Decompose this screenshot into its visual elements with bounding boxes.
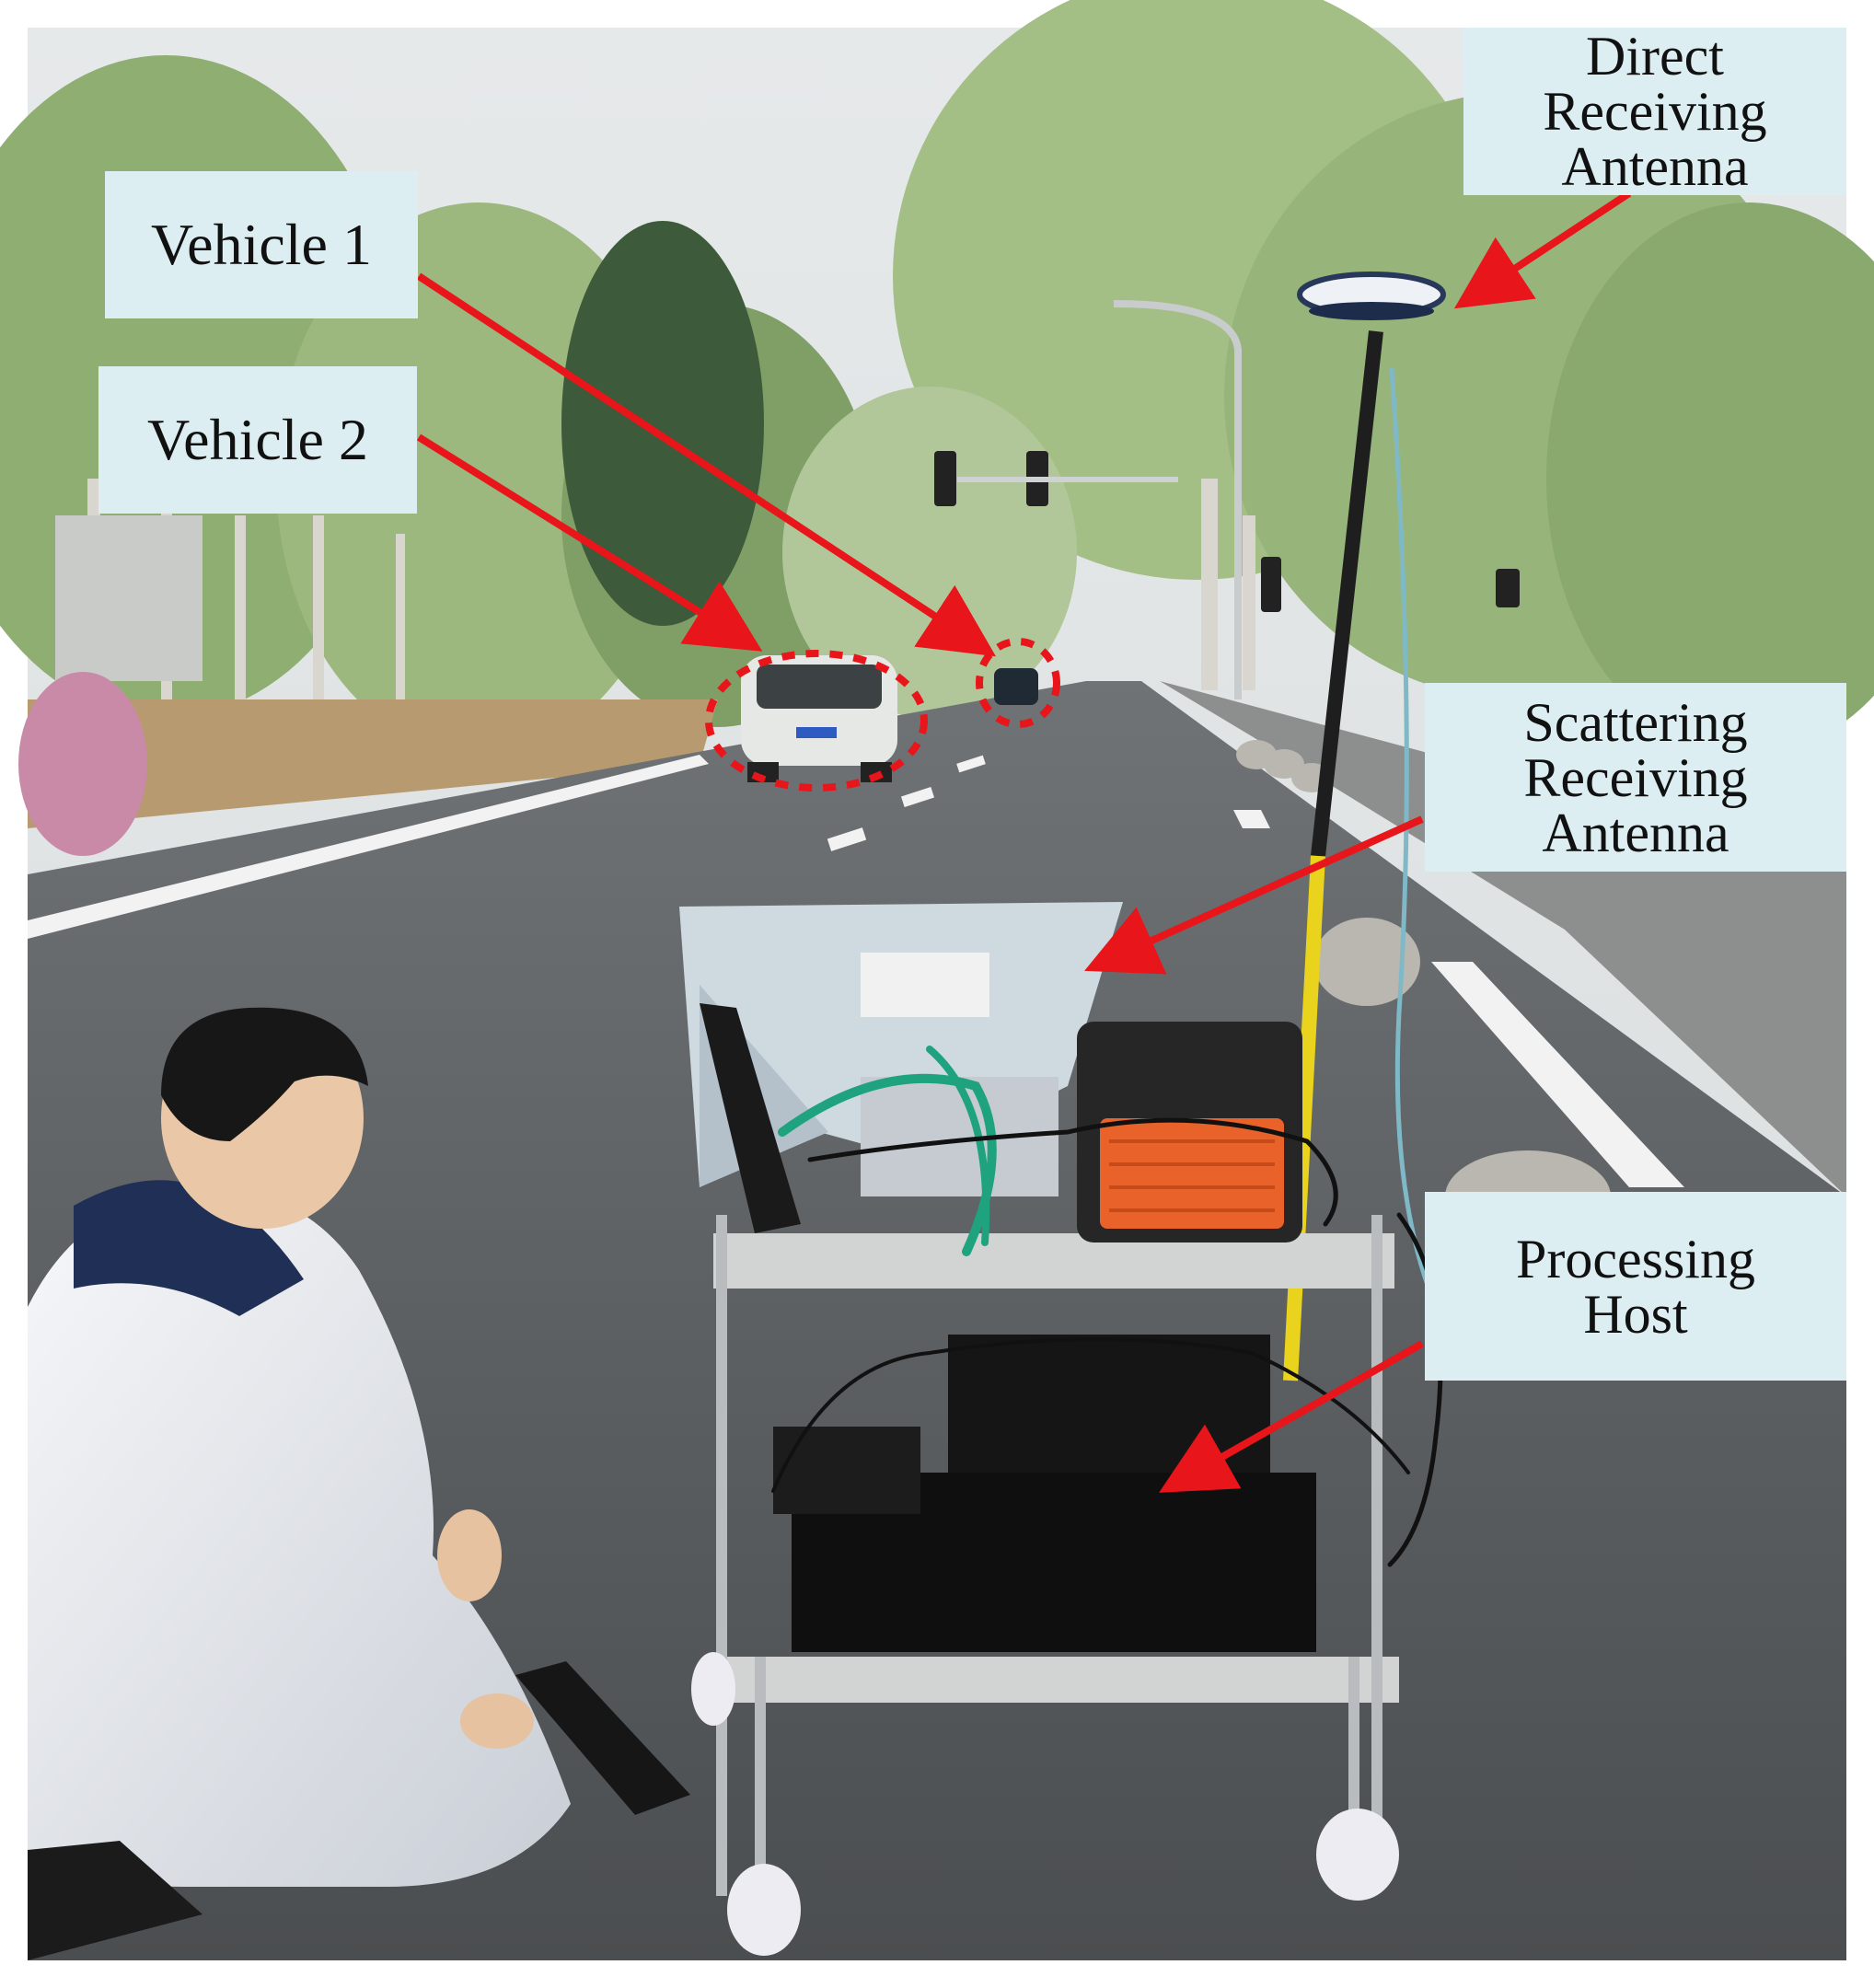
arrow-vehicle-1 bbox=[416, 272, 997, 657]
scattering-antenna-label: Scattering Receiving Antenna bbox=[1425, 683, 1846, 872]
lane-markings bbox=[28, 755, 1684, 1187]
median-grass bbox=[28, 699, 718, 828]
arrow-direct-antenna bbox=[1453, 190, 1632, 309]
vehicle-2-label-text: Vehicle 2 bbox=[147, 407, 368, 472]
scattering-antenna-label-line3: Antenna bbox=[1542, 802, 1729, 863]
vehicle-2-highlight bbox=[705, 650, 928, 792]
scattering-antenna-label-line2: Receiving bbox=[1523, 746, 1748, 808]
cables bbox=[771, 1046, 1443, 1567]
street-lamp bbox=[1113, 300, 1242, 699]
processing-host-label-line1: Processing bbox=[1516, 1228, 1755, 1289]
processing-host-hardware bbox=[773, 1335, 1316, 1652]
arrow-vehicle-2 bbox=[416, 433, 763, 652]
keyboard bbox=[515, 1661, 690, 1815]
traffic-lights bbox=[934, 451, 1520, 612]
direct-antenna bbox=[1283, 272, 1446, 1381]
power-station bbox=[1077, 1022, 1302, 1242]
direct-antenna-label-line1: Direct bbox=[1586, 26, 1724, 87]
scattering-antenna-label-line1: Scattering bbox=[1523, 691, 1748, 753]
highlight-circles bbox=[705, 638, 1060, 792]
arrow-processing-host bbox=[1159, 1340, 1424, 1493]
vehicle-1-car bbox=[994, 668, 1038, 705]
vehicle-1-label: Vehicle 1 bbox=[105, 171, 418, 318]
processing-host-label: Processing Host bbox=[1425, 1192, 1846, 1381]
flower-bush bbox=[18, 672, 147, 856]
vehicle-1-highlight bbox=[976, 638, 1060, 728]
arrow-scattering-antenna bbox=[1084, 815, 1424, 975]
direct-antenna-label: Direct Receiving Antenna bbox=[1463, 28, 1846, 195]
direct-antenna-label-line2: Receiving bbox=[1543, 81, 1767, 142]
vehicle-2-van bbox=[741, 655, 897, 782]
tree-canopy bbox=[0, 0, 1874, 755]
researcher-person bbox=[28, 1007, 571, 1960]
vehicle-1-label-text: Vehicle 1 bbox=[151, 212, 372, 277]
vehicle-2-label: Vehicle 2 bbox=[98, 366, 417, 514]
direct-antenna-label-line3: Antenna bbox=[1561, 136, 1749, 197]
distant-building bbox=[55, 515, 202, 681]
annotation-arrows bbox=[416, 190, 1632, 1493]
processing-host-label-line2: Host bbox=[1583, 1283, 1688, 1345]
monitor bbox=[700, 1003, 801, 1233]
